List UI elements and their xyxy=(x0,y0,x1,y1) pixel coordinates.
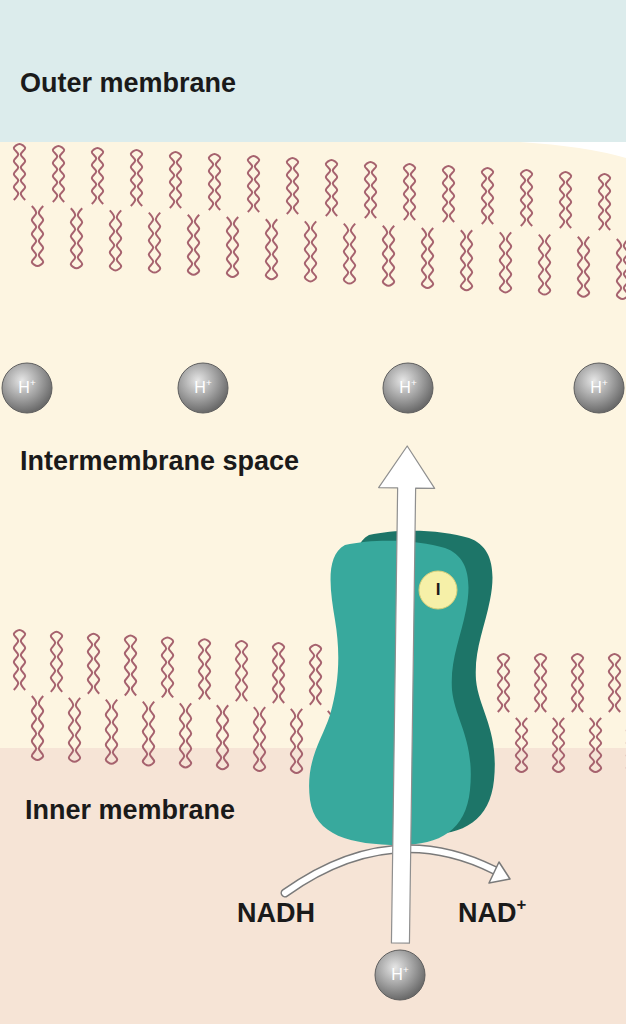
lipid xyxy=(291,709,302,773)
outer-band xyxy=(0,0,626,142)
proton-ion-circle xyxy=(178,363,228,413)
lipid xyxy=(553,718,564,772)
lipid xyxy=(404,164,415,220)
lipid xyxy=(365,162,376,218)
node-text: H+ xyxy=(18,379,35,397)
lipid xyxy=(131,150,142,206)
lipid xyxy=(590,718,601,772)
lipid xyxy=(149,213,160,273)
label-text: NADH xyxy=(237,898,315,928)
lipid xyxy=(32,206,43,266)
lipid xyxy=(92,148,103,204)
lipid xyxy=(539,235,550,295)
proton-ion: H+ xyxy=(573,362,625,414)
node-text: H+ xyxy=(399,379,416,397)
lipid xyxy=(500,232,511,292)
lipid xyxy=(71,208,82,268)
lipid xyxy=(88,634,99,694)
lipid xyxy=(110,210,121,270)
lipid xyxy=(236,641,247,701)
lipid xyxy=(188,215,199,275)
lipid xyxy=(143,702,154,766)
molecule-label: NADH xyxy=(237,898,315,929)
lipid xyxy=(521,170,532,226)
lipid xyxy=(310,645,321,705)
region-label: Outer membrane xyxy=(20,68,236,99)
lipid xyxy=(32,696,43,760)
label-text: Intermembrane space xyxy=(20,446,299,476)
lipid xyxy=(422,228,433,288)
lipid xyxy=(609,654,620,712)
lipid xyxy=(578,237,589,297)
lipid xyxy=(273,643,284,703)
node-text: H+ xyxy=(391,966,408,984)
lipid-bilayer xyxy=(14,144,626,775)
lipid xyxy=(617,239,626,299)
lipid xyxy=(199,639,210,699)
lipid xyxy=(326,160,337,216)
lipid xyxy=(266,219,277,279)
lipid xyxy=(14,630,25,690)
lipid xyxy=(516,718,527,772)
lipid xyxy=(461,230,472,290)
proton-ion-circle xyxy=(375,950,425,1000)
node-text: H+ xyxy=(590,379,607,397)
band-edge xyxy=(520,142,626,158)
lipid xyxy=(14,144,25,200)
proton-ion-circle xyxy=(2,363,52,413)
lipid xyxy=(572,654,583,712)
lipid xyxy=(287,158,298,214)
lipid xyxy=(254,707,265,771)
lipid xyxy=(106,700,117,764)
lipid xyxy=(69,698,80,762)
lipid xyxy=(443,166,454,222)
intermembrane-ground xyxy=(0,142,626,748)
proton-flow-arrow xyxy=(379,446,435,943)
lipid xyxy=(170,152,181,208)
lipid xyxy=(344,224,355,284)
lipid xyxy=(227,217,238,277)
complex-front xyxy=(309,541,471,845)
proton-ion: H+ xyxy=(374,949,426,1001)
lipid xyxy=(51,632,62,692)
complex-number: I xyxy=(418,570,458,610)
lipid xyxy=(209,154,220,210)
label-text: Inner membrane xyxy=(25,795,235,825)
molecule-label: NAD+ xyxy=(458,898,526,929)
lipid xyxy=(535,654,546,712)
lipid xyxy=(599,174,610,230)
proton-ion-circle xyxy=(574,363,624,413)
lipid xyxy=(162,637,173,697)
lipid xyxy=(248,156,259,212)
complex-number-circle xyxy=(419,571,457,609)
label-text: NAD+ xyxy=(458,898,526,928)
lipid xyxy=(560,172,571,228)
lipid xyxy=(53,146,64,202)
lipid xyxy=(305,221,316,281)
proton-ion: H+ xyxy=(177,362,229,414)
lipid xyxy=(125,636,136,696)
label-text: Outer membrane xyxy=(20,68,236,98)
node-text: H+ xyxy=(194,379,211,397)
node-text: I xyxy=(436,580,441,600)
region-label: Intermembrane space xyxy=(20,446,299,477)
lipid xyxy=(217,705,228,769)
lipid xyxy=(498,654,509,712)
lipid xyxy=(383,226,394,286)
proton-ion: H+ xyxy=(382,362,434,414)
lipid xyxy=(180,703,191,767)
proton-ion-circle xyxy=(383,363,433,413)
lipid xyxy=(482,168,493,224)
region-label: Inner membrane xyxy=(25,795,235,826)
proton-ion: H+ xyxy=(1,362,53,414)
